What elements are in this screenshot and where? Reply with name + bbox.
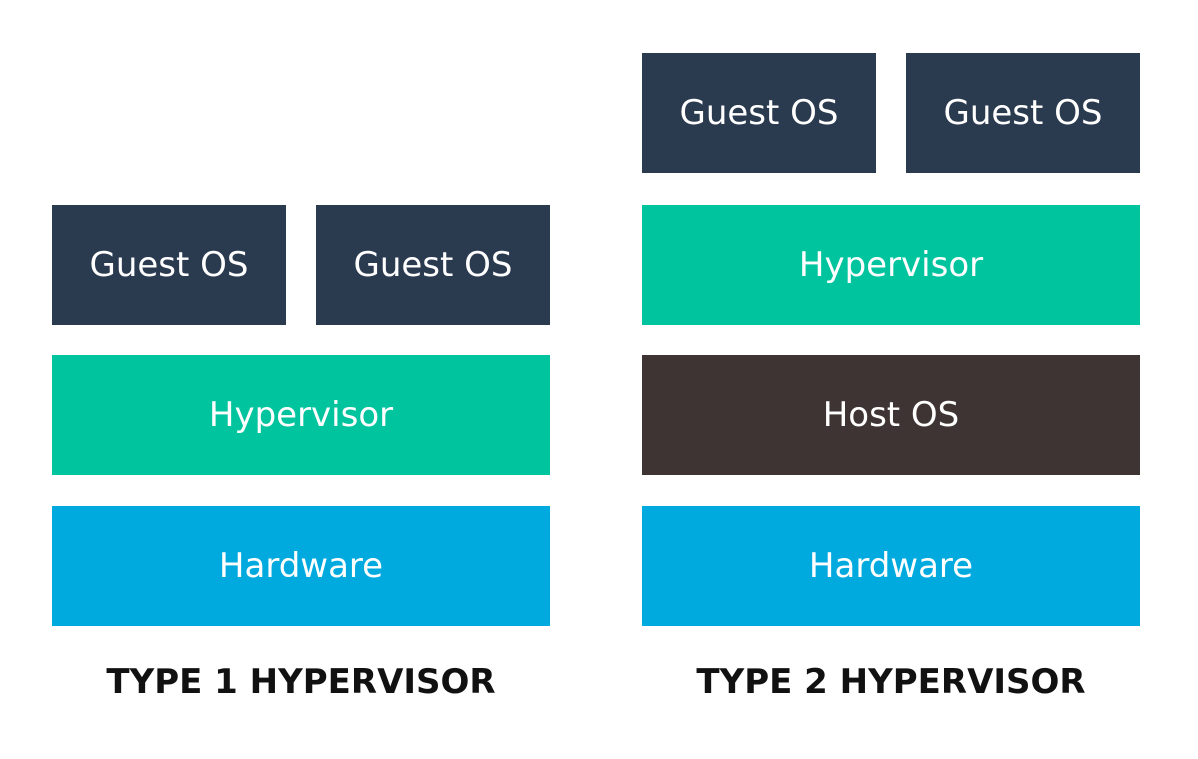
type1-caption: TYPE 1 HYPERVISOR <box>106 662 496 702</box>
type2-guest-os-label-2: Guest OS <box>943 93 1103 133</box>
type2-hardware-label: Hardware <box>808 546 974 586</box>
type2-hardware-block: Hardware <box>642 506 1140 626</box>
type2-hypervisor-block: Hypervisor <box>642 205 1140 325</box>
type1-hypervisor-block: Hypervisor <box>52 355 550 475</box>
type1-hardware-block: Hardware <box>52 506 550 626</box>
type1-guest-os-block-2: Guest OS <box>316 205 550 325</box>
type1-guest-os-label-2: Guest OS <box>353 245 513 285</box>
type2-guest-os-block-1: Guest OS <box>642 53 876 173</box>
type2-hypervisor-label: Hypervisor <box>798 245 984 285</box>
type2-caption: TYPE 2 HYPERVISOR <box>696 662 1086 702</box>
type1-guest-os-block-1: Guest OS <box>52 205 286 325</box>
type1-guest-os-label-1: Guest OS <box>89 245 249 285</box>
type2-guest-os-block-2: Guest OS <box>906 53 1140 173</box>
type2-host-os-block: Host OS <box>642 355 1140 475</box>
type2-host-os-label: Host OS <box>822 395 960 435</box>
type2-guest-os-label-1: Guest OS <box>679 93 839 133</box>
type1-hardware-label: Hardware <box>218 546 384 586</box>
type1-hypervisor-label: Hypervisor <box>208 395 394 435</box>
